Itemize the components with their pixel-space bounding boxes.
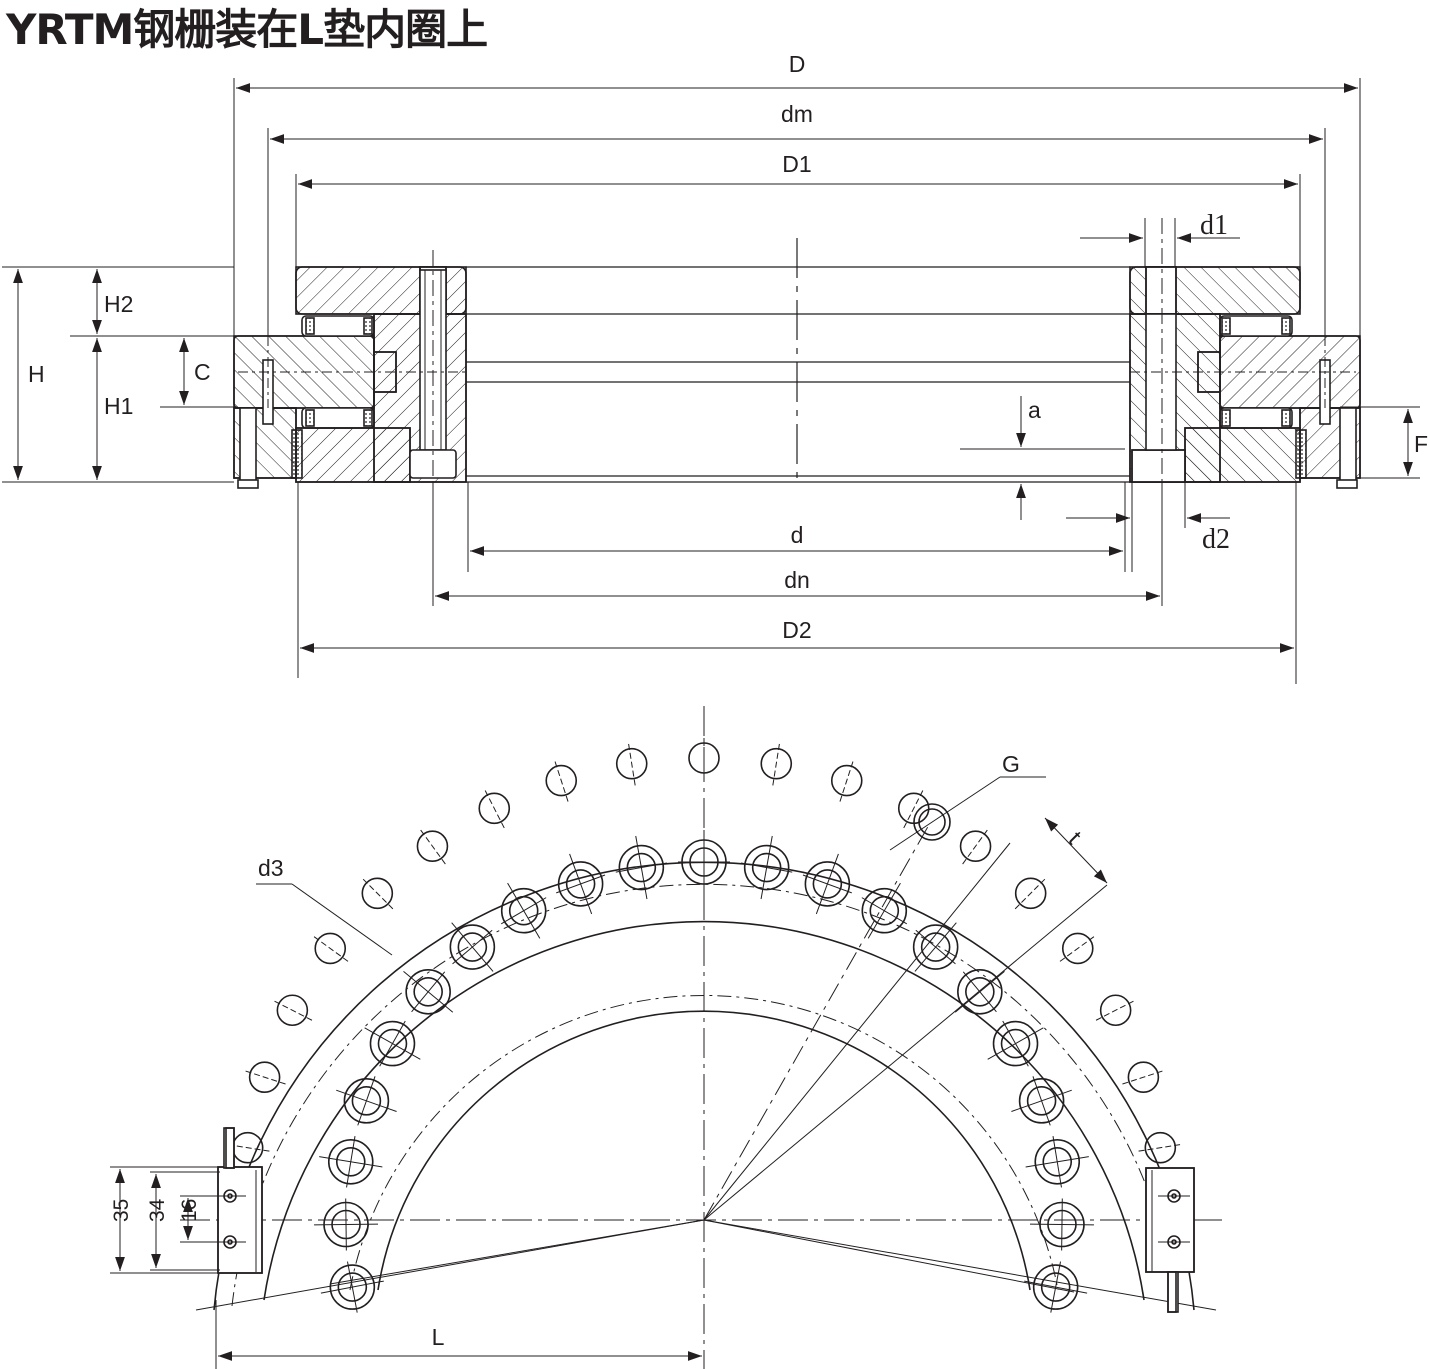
inner-bolt-hole [403, 969, 454, 1015]
outer-bolt-hole [312, 932, 349, 965]
inner-bolt-hole [336, 1076, 397, 1126]
outer-bolt-hole [615, 741, 648, 786]
inner-bolt-hole [556, 853, 606, 915]
label-D2: D2 [782, 617, 811, 643]
inner-bolt-hole [861, 882, 908, 939]
section-view [2, 78, 1420, 684]
outer-bolt-hole [243, 1061, 286, 1094]
inner-bolt-hole [678, 830, 730, 894]
inner-bolt-hole [954, 969, 1005, 1015]
label-35: 35 [110, 1199, 133, 1222]
label-L: L [432, 1324, 445, 1350]
label-H1: H1 [104, 393, 133, 419]
outer-bolt-holes [225, 736, 1183, 1164]
inner-bolt-hole [500, 882, 547, 939]
label-H: H [28, 361, 45, 387]
outer-bolt-hole [272, 994, 313, 1027]
label-G: G [1002, 751, 1020, 777]
section-labels: D dm D1 d1 H H2 H1 C a F d d2 dn D2 [28, 51, 1428, 643]
left-section [233, 250, 1130, 489]
plan-labels: G t d3 L 35 34 16 [110, 751, 1087, 1350]
left-sensor-head [214, 1127, 263, 1274]
outer-bolt-hole [361, 877, 394, 910]
outer-bolt-hole [760, 741, 793, 786]
label-C: C [194, 359, 211, 385]
label-d3: d3 [258, 855, 284, 881]
inner-bolt-holes [314, 830, 1094, 1313]
outer-bolt-hole [1138, 1131, 1183, 1164]
outer-bolt-hole [1122, 1061, 1165, 1094]
outer-bolt-hole [1059, 932, 1096, 965]
label-34: 34 [146, 1198, 169, 1222]
dimension-lines [236, 83, 1358, 653]
label-H2: H2 [104, 291, 133, 317]
outer-bolt-hole [416, 828, 449, 865]
label-t: t [1064, 826, 1087, 849]
inner-bolt-hole [364, 1020, 421, 1067]
inner-bolt-hole [740, 835, 793, 900]
page-title: YRTM钢栅装在L垫内圈上 [6, 5, 488, 54]
inner-bolt-hole [1011, 1076, 1072, 1126]
inner-bolt-hole [1029, 1198, 1094, 1251]
outer-bolt-hole [688, 736, 720, 780]
outer-bolt-hole [830, 759, 863, 802]
right-section [1129, 218, 1361, 606]
outer-bolt-track [231, 883, 1177, 1307]
inner-bolt-hole [1024, 1261, 1088, 1313]
outer-bolt-hole [1095, 994, 1136, 1027]
label-d2: d2 [1202, 524, 1230, 555]
outer-bolt-hole [478, 788, 511, 829]
label-D1: D1 [782, 151, 811, 177]
inner-bolt-hole [802, 853, 852, 915]
inner-bolt-hole [912, 922, 959, 972]
label-F: F [1414, 431, 1428, 457]
label-d: d [791, 522, 804, 548]
outer-bolt-hole [1014, 877, 1047, 910]
label-16: 16 [178, 1199, 201, 1222]
inner-bolt-hole [615, 835, 668, 900]
inner-bolt-hole [449, 922, 496, 972]
outer-bolt-hole [959, 828, 992, 865]
label-D: D [789, 51, 806, 77]
label-d1: d1 [1200, 210, 1228, 241]
outer-bolt-hole [545, 759, 578, 802]
label-dn: dn [784, 567, 810, 593]
inner-bolt-hole [319, 1136, 383, 1188]
label-dm: dm [781, 101, 813, 127]
inner-bolt-hole [314, 1198, 379, 1251]
inner-bolt-hole [1025, 1136, 1089, 1188]
outer-ring-inner-arc [263, 920, 1145, 1301]
inner-bolt-hole [987, 1020, 1044, 1067]
vertical-dims [2, 266, 1420, 520]
inner-bolt-hole [320, 1261, 384, 1313]
label-a: a [1028, 397, 1041, 423]
plan-view [110, 706, 1222, 1369]
right-sensor-head [1145, 1167, 1195, 1313]
